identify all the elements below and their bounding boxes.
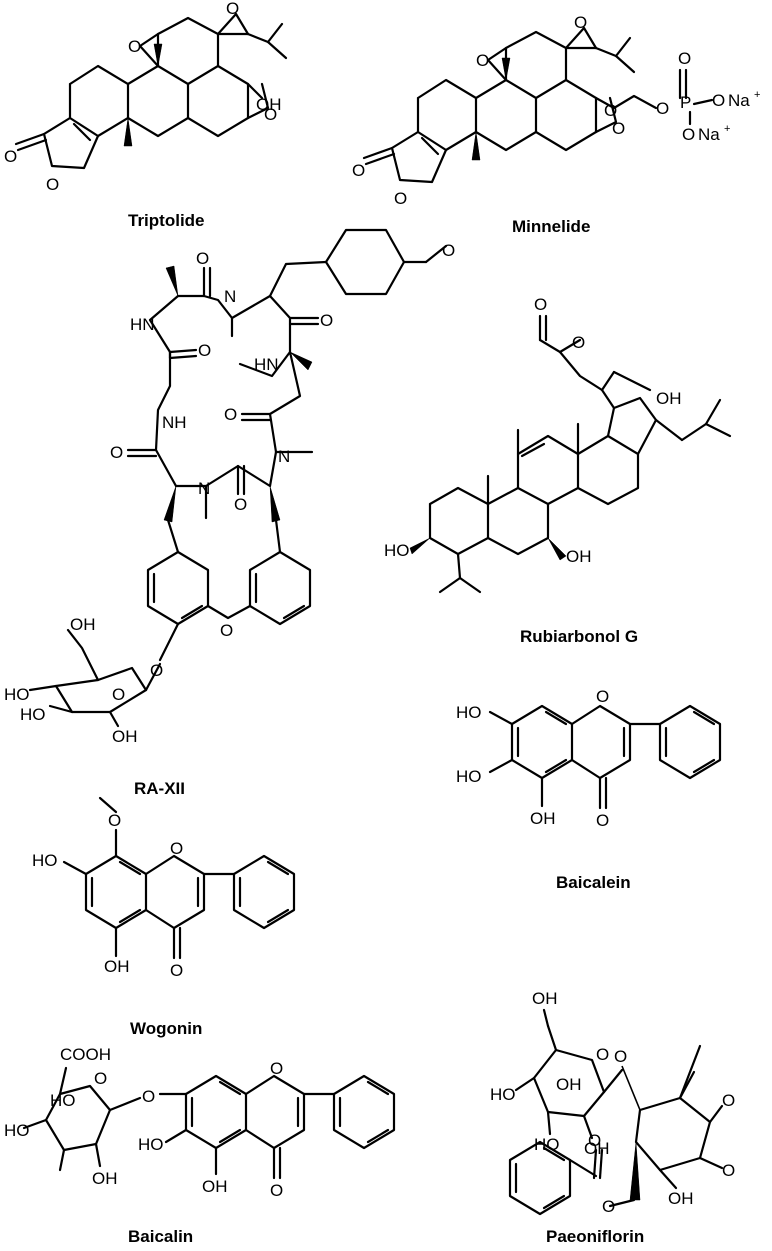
ra-xii-atom-ho: HO [4,685,30,704]
ra-xii-atom-o: O [110,443,123,462]
rubiarbonol-g-atom-o: O [534,295,547,314]
ra-xii-atom-oh: OH [112,727,138,746]
ra-xii-atom-nh: NH [162,413,187,432]
triptolide-atom-o: O [128,37,141,56]
triptolide-atom-o: O [46,175,59,194]
minnelide-atom-o: O [612,119,625,138]
triptolide-atom-o: O [264,105,277,124]
paeoniflorin-atom-ho: HO [490,1085,516,1104]
ra-xii-atom-o: O [112,685,125,704]
baicalin-atom-ho: HO [50,1091,76,1110]
baicalin-structure: COOH O O O HO HO OH HO OH O Baicalin [4,1045,396,1246]
ra-xii-atom-o: O [150,661,163,680]
baicalein-atom-ho: HO [456,703,482,722]
paeoniflorin-atom-o: O [614,1047,627,1066]
triptolide-atom-o: O [226,0,239,18]
paeoniflorin-atom-o: O [588,1131,601,1150]
ra-xii-atom-o: O [320,311,333,330]
baicalin-atom-o: O [142,1087,155,1106]
baicalein-atom-oh: OH [530,809,556,828]
ra-xii-atom-o: O [234,495,247,514]
ra-xii-atom-ho: HO [20,705,46,724]
wogonin-atom-o: O [170,961,183,980]
paeoniflorin-atom-o: O [722,1161,735,1180]
minnelide-atom-na: Na [728,91,750,110]
ra-xii-atom-hn: HN [130,315,155,334]
compound-name-wogonin: Wogonin [130,1019,202,1038]
ra-xii-atom-o: O [196,249,209,268]
ra-xii-atom-o: O [198,341,211,360]
baicalin-atom-o: O [94,1069,107,1088]
ra-xii-atom-o: O [224,405,237,424]
ra-xii-atom-n: N [224,287,236,306]
ra-xii-atom-n: N [278,447,290,466]
compound-name-ra-xii: RA-XII [134,779,185,798]
baicalin-atom-o: O [270,1181,283,1200]
minnelide-atom-o: O [574,13,587,32]
rubiarbonol-g-structure: O O OH HO OH Rubiarbonol G [384,295,732,646]
triptolide-atom-oh: OH [256,95,282,114]
wogonin-structure: O O HO OH O Wogonin [32,796,296,1038]
baicalein-atom-ho: HO [456,767,482,786]
minnelide-atom-o: O [604,101,617,120]
baicalin-atom-oh: OH [92,1169,118,1188]
minnelide-charge: + [724,123,730,135]
wogonin-atom-o: O [108,811,121,830]
ra-xii-atom-oh: OH [70,615,96,634]
ra-xii-atom-n: N [198,479,210,498]
rubiarbonol-g-atom-o: O [572,333,585,352]
paeoniflorin-atom-o: O [596,1045,609,1064]
baicalein-atom-o: O [596,811,609,830]
baicalin-atom-cooh: COOH [60,1045,111,1064]
rubiarbonol-g-atom-ho: HO [384,541,410,560]
baicalin-atom-o: O [270,1059,283,1078]
minnelide-atom-o: O [712,91,725,110]
minnelide-atom-na: Na [698,125,720,144]
baicalein-atom-o: O [596,687,609,706]
baicalin-atom-oh: OH [202,1177,228,1196]
paeoniflorin-atom-oh: OH [668,1189,694,1208]
baicalein-structure: O HO HO OH O Baicalein [456,687,722,892]
minnelide-atom-o: O [394,189,407,208]
ra-xii-atom-o: O [220,621,233,640]
compound-name-triptolide: Triptolide [128,211,205,230]
ra-xii-atom-hn: HN [254,355,279,374]
compound-name-minnelide: Minnelide [512,217,590,236]
paeoniflorin-atom-oh: OH [584,1139,610,1158]
paeoniflorin-atom-oh: OH [532,989,558,1008]
wogonin-atom-ho: HO [32,851,58,870]
compound-name-baicalin: Baicalin [128,1227,193,1246]
paeoniflorin-atom-oh: OH [556,1075,582,1094]
minnelide-atom-o: O [656,99,669,118]
compound-name-baicalein: Baicalein [556,873,631,892]
minnelide-atom-p: P [680,93,691,112]
minnelide-atom-o: O [682,125,695,144]
wogonin-atom-o: O [170,839,183,858]
paeoniflorin-atom-o: O [722,1091,735,1110]
baicalin-atom-ho: HO [4,1121,30,1140]
wogonin-atom-oh: OH [104,957,130,976]
triptolide-atom-o: O [4,147,17,166]
compound-name-rubiarbonol-g: Rubiarbonol G [520,627,638,646]
rubiarbonol-g-atom-oh: OH [566,547,592,566]
minnelide-structure: O O O O O O O O P O Na + O Na + Minnelid… [352,13,760,236]
triptolide-structure: O O O O O OH Triptolide [4,0,288,230]
minnelide-atom-o: O [678,49,691,68]
baicalin-atom-ho: HO [138,1135,164,1154]
rubiarbonol-g-atom-oh: OH [656,389,682,408]
paeoniflorin-structure: OH O O OH HO HO OH O O OH O O Paeoniflor… [490,989,735,1246]
compound-name-paeoniflorin: Paeoniflorin [546,1227,644,1246]
minnelide-charge: + [754,89,760,101]
paeoniflorin-atom-o: O [602,1197,615,1216]
ra-xii-atom-o: O [442,241,455,260]
minnelide-atom-o: O [352,161,365,180]
paeoniflorin-atom-ho: HO [534,1135,560,1154]
minnelide-atom-o: O [476,51,489,70]
ra-xii-structure: O N O HN O O HN NH O N O N O O O O OH HO… [4,228,455,798]
